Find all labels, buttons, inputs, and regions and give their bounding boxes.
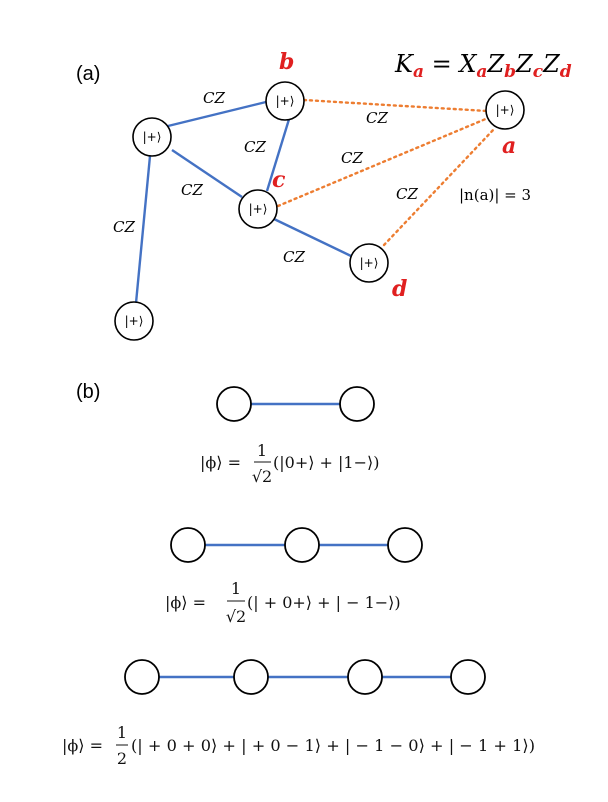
qubit-label-a: a <box>502 133 516 159</box>
qubit-node-c: |+⟩ <box>238 189 278 229</box>
svg-text:|ϕ⟩ =: |ϕ⟩ = <box>62 736 103 755</box>
edge-b-a <box>302 98 489 113</box>
qubit-label-d: d <box>392 276 407 302</box>
qubit-node-bottom: |+⟩ <box>114 301 154 341</box>
svg-text:|+⟩: |+⟩ <box>276 94 295 108</box>
svg-text:1: 1 <box>257 441 267 460</box>
stabilizer-formula: Ka = XaZbZcZd <box>394 50 572 82</box>
edge-left-bottom <box>134 155 152 304</box>
panel-b-label: (b) <box>76 381 100 403</box>
graph-2-nodes <box>216 386 375 422</box>
edge-left-b <box>167 100 267 128</box>
cz-label-d-a: CZ <box>396 185 418 203</box>
state-formula-3: |ϕ⟩ = 1 √2 (| + 0+⟩ + | − 1−⟩) <box>165 579 401 626</box>
cz-label-c-a: CZ <box>341 149 363 167</box>
svg-text:|+⟩: |+⟩ <box>125 314 144 328</box>
qubit-node-a: |+⟩ <box>485 90 525 130</box>
svg-text:(| + 0 + 0⟩ + | + 0 − 1⟩ + | −: (| + 0 + 0⟩ + | + 0 − 1⟩ + | − 1 − 0⟩ + … <box>131 736 535 755</box>
edge-d-a <box>382 126 497 247</box>
graph-3-nodes <box>170 527 423 563</box>
svg-text:1: 1 <box>117 723 127 742</box>
qubit-label-c: c <box>272 167 286 193</box>
cz-label-left-c: CZ <box>181 181 203 199</box>
edge-b-c <box>265 115 292 192</box>
graph-4-nodes <box>124 659 486 695</box>
svg-text:1: 1 <box>231 579 241 598</box>
cz-label-b-a: CZ <box>366 109 388 127</box>
svg-text:(|0+⟩ + |1−⟩): (|0+⟩ + |1−⟩) <box>273 453 380 472</box>
qubit-node-d: |+⟩ <box>349 243 389 283</box>
state-formula-4: |ϕ⟩ = 1 2 (| + 0 + 0⟩ + | + 0 − 1⟩ + | −… <box>62 723 535 768</box>
svg-text:√2: √2 <box>226 607 246 626</box>
edge-c-d <box>273 217 352 258</box>
state-formula-2: |ϕ⟩ = 1 √2 (|0+⟩ + |1−⟩) <box>200 441 380 486</box>
cz-label-c-d: CZ <box>283 248 305 266</box>
cz-label-b-c: CZ <box>244 138 266 156</box>
svg-text:√2: √2 <box>252 467 272 486</box>
svg-text:|ϕ⟩ =: |ϕ⟩ = <box>200 453 241 472</box>
svg-text:|+⟩: |+⟩ <box>496 103 515 117</box>
svg-text:|+⟩: |+⟩ <box>360 256 379 270</box>
qubit-node-b: |+⟩ <box>265 81 305 121</box>
cz-label-left-b: CZ <box>203 89 225 107</box>
qubit-node-left: |+⟩ <box>132 117 172 157</box>
cz-label-left-bottom: CZ <box>113 218 135 236</box>
svg-text:|+⟩: |+⟩ <box>249 202 268 216</box>
edge-left-c <box>171 149 243 198</box>
edge-c-a <box>276 116 490 208</box>
panel-a-label: (a) <box>76 63 100 85</box>
neighborhood-size: |n(a)| = 3 <box>459 186 531 204</box>
svg-text:(| + 0+⟩ + | − 1−⟩): (| + 0+⟩ + | − 1−⟩) <box>247 593 401 612</box>
svg-text:|ϕ⟩ =: |ϕ⟩ = <box>165 593 206 612</box>
qubit-label-b: b <box>279 49 294 75</box>
svg-text:2: 2 <box>117 749 127 768</box>
svg-text:|+⟩: |+⟩ <box>143 130 162 144</box>
